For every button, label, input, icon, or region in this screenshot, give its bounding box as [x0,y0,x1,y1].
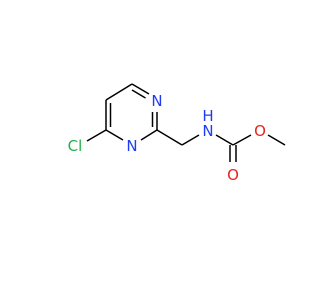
molecule-structure: Cl N N N H O O [68,83,286,184]
ester-oxygen-label: O [254,122,266,140]
bond-n3-c2 [140,129,158,141]
amine-nitrogen-label: N [202,122,213,140]
bond-c2-ch2 [156,129,183,146]
bond-c4-n3 [105,129,124,141]
bond-c4-cl [86,129,107,142]
bond-carbonyl-oester [232,134,252,146]
ring-nitrogen-3-label: N [126,137,137,155]
chlorine-label: Cl [68,137,83,155]
carbamate-chain [156,129,286,162]
ring-nitrogen-1-label: N [151,92,162,110]
bond-nh-carbonyl [215,134,234,146]
bond-n1-c6 [131,83,150,95]
bond-ch2-nh [181,134,200,146]
carbonyl-oxygen-label: O [227,166,239,184]
bond-n1-c6-inner [131,89,146,99]
amine-hydrogen-label: H [202,107,213,125]
bond-oester-tbu [267,134,286,146]
pyrimidine-ring [105,83,158,141]
bond-c6-c5 [105,83,133,101]
